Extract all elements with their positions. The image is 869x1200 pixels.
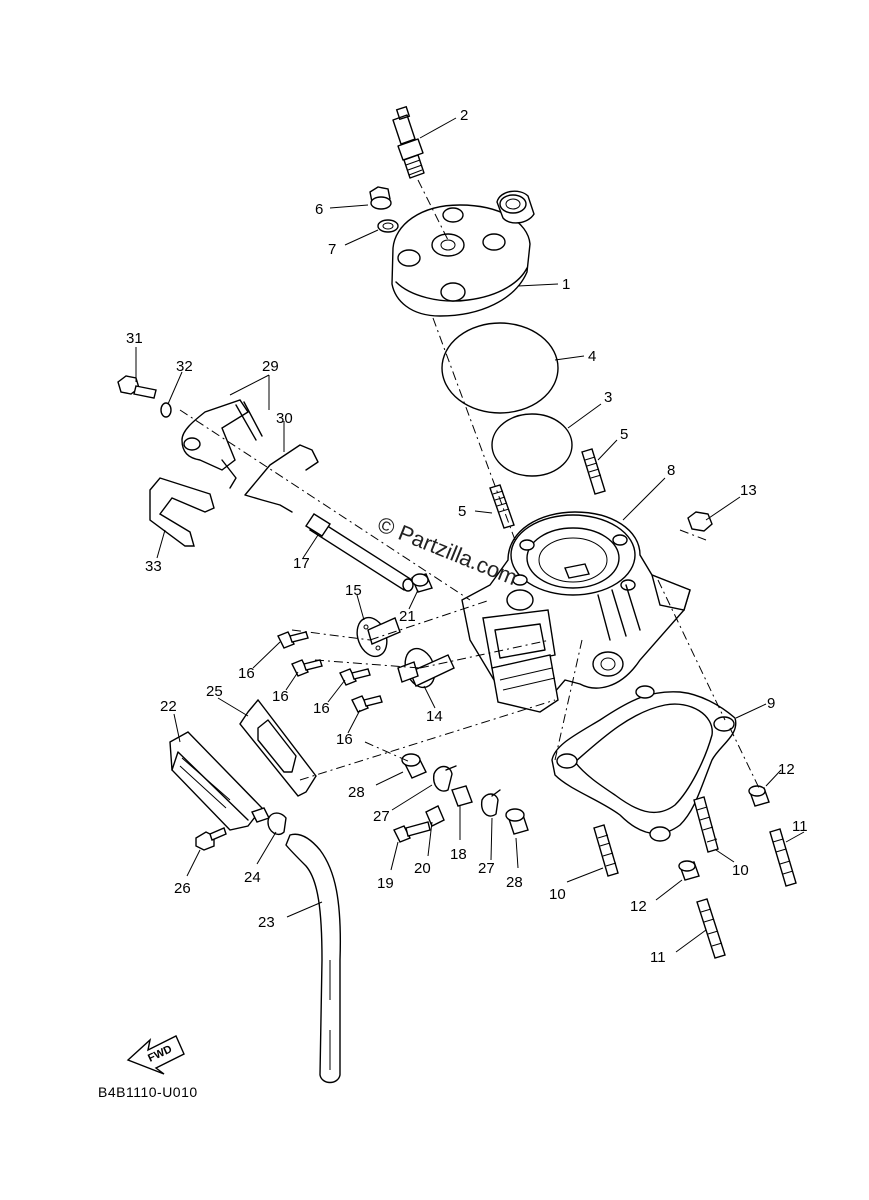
dowel-pin <box>748 785 770 807</box>
callout-label: 16 <box>272 688 289 705</box>
callout-label: 17 <box>293 555 310 572</box>
screw <box>277 631 309 649</box>
bolt <box>195 827 227 851</box>
stud-bolt <box>489 484 515 529</box>
callout-labels: 2 6 7 1 4 3 5 5 8 13 31 32 29 30 33 17 1… <box>126 107 808 966</box>
callout-label: 25 <box>206 683 223 700</box>
cylinder-head-nut <box>369 186 392 210</box>
stud-bolt <box>593 824 619 877</box>
bolt <box>117 375 157 399</box>
clamp <box>267 812 287 836</box>
bracket <box>181 399 263 489</box>
stud-bolt <box>581 448 606 495</box>
callout-label: 31 <box>126 330 143 347</box>
o-ring-large <box>441 322 559 414</box>
callout-label: 26 <box>174 880 191 897</box>
callout-label: 19 <box>377 875 394 892</box>
callout-label: 9 <box>767 695 775 712</box>
callout-label: 5 <box>458 503 466 520</box>
cylinder-base-gasket <box>551 685 737 842</box>
callout-label: 10 <box>549 886 566 903</box>
leader-lines <box>135 117 805 953</box>
callout-label: 12 <box>630 898 647 915</box>
callout-label: 22 <box>160 698 177 715</box>
cover <box>169 731 270 831</box>
callout-label: 16 <box>336 731 353 748</box>
callout-label: 13 <box>740 482 757 499</box>
callout-label: 6 <box>315 201 323 218</box>
stud-bolt <box>769 828 797 887</box>
callout-label: 4 <box>588 348 596 365</box>
callout-label: 32 <box>176 358 193 375</box>
callout-label: 30 <box>276 410 293 427</box>
fwd-arrow-icon: FWD <box>126 1035 185 1075</box>
callout-label: 28 <box>348 784 365 801</box>
flange-nut <box>687 511 713 532</box>
callout-label: 20 <box>414 860 431 877</box>
callout-label: 27 <box>373 808 390 825</box>
wire-spring <box>244 444 319 513</box>
callout-label: 12 <box>778 761 795 778</box>
stud-bolt <box>696 898 726 959</box>
callout-label: 24 <box>244 869 261 886</box>
callout-label: 33 <box>145 558 162 575</box>
hose <box>285 833 342 1084</box>
spring-clip <box>481 789 501 817</box>
clip <box>149 477 215 547</box>
spark-plug <box>392 105 425 179</box>
callout-label: 21 <box>399 608 416 625</box>
cylinder-head <box>391 190 535 317</box>
callout-label: 23 <box>258 914 275 931</box>
screw <box>339 668 371 686</box>
cylinder <box>461 511 691 713</box>
spring-clip <box>433 765 457 792</box>
callout-label: 1 <box>562 276 570 293</box>
callout-label: 5 <box>620 426 628 443</box>
callout-label: 14 <box>426 708 443 725</box>
screw <box>291 659 323 677</box>
washer <box>377 219 399 233</box>
stud-bolt <box>693 796 719 853</box>
callout-label: 27 <box>478 860 495 877</box>
callout-label: 16 <box>238 665 255 682</box>
gasket <box>239 698 317 797</box>
plate <box>451 785 473 807</box>
callout-label: 8 <box>667 462 675 479</box>
callout-label: 3 <box>604 389 612 406</box>
o-ring-small <box>491 413 573 477</box>
callout-label: 10 <box>732 862 749 879</box>
bushing <box>411 573 433 593</box>
screw <box>393 821 431 843</box>
diagram-code: B4B1110-U010 <box>98 1084 198 1100</box>
callout-label: 11 <box>650 949 666 966</box>
spacer <box>401 753 427 779</box>
callout-label: 15 <box>345 582 362 599</box>
screw <box>351 695 383 713</box>
callout-label: 16 <box>313 700 330 717</box>
spacer <box>505 808 529 835</box>
valve-holder <box>356 616 401 658</box>
callout-label: 2 <box>460 107 468 124</box>
shaft <box>305 513 414 592</box>
guide <box>425 805 445 827</box>
callout-label: 11 <box>792 818 808 835</box>
washer <box>160 402 172 418</box>
callout-label: 29 <box>262 358 279 375</box>
dowel-pin <box>678 860 700 881</box>
callout-label: 7 <box>328 241 336 258</box>
callout-label: 18 <box>450 846 467 863</box>
callout-label: 28 <box>506 874 523 891</box>
valve-holder <box>397 647 455 689</box>
assembly-lines <box>179 179 761 791</box>
